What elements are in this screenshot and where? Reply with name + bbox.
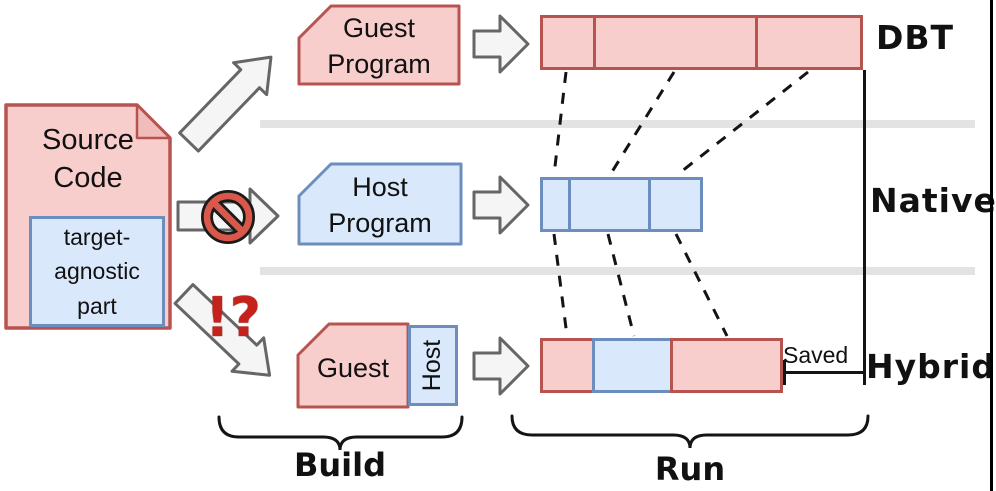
row-label-hybrid: Hybrid (866, 347, 996, 386)
dbt-timeline-bar (540, 15, 863, 70)
lane-divider-top (260, 120, 975, 128)
hybrid-guest-label: Guest (316, 352, 390, 383)
build-arrow-dbt-icon (178, 55, 273, 153)
target-agnostic-part-box: target- agnostic part (29, 216, 165, 327)
hybrid-timeline-bar (540, 338, 783, 393)
hybrid-guest-segment (540, 338, 595, 393)
native-segment-divider (648, 180, 651, 229)
run-arrow-native-icon (472, 175, 530, 235)
native-segment-divider (568, 180, 571, 229)
dbt-segment-divider (755, 18, 758, 67)
guest-program-label: Guest Program (327, 12, 431, 79)
run-phase-label: Run (654, 450, 726, 488)
no-entry-icon (201, 190, 255, 244)
saved-label: Saved (783, 342, 849, 368)
dbt-segment-divider (593, 18, 596, 67)
hybrid-host-box: Host (408, 325, 458, 406)
hybrid-host-segment (592, 338, 673, 393)
row-label-dbt: DBT (876, 18, 955, 57)
row-label-native: Native (870, 181, 996, 220)
run-arrow-hybrid-icon (472, 336, 530, 396)
host-program-label: Host Program (328, 171, 432, 238)
impossible-annotation: !? (205, 286, 261, 349)
run-arrow-dbt-icon (472, 14, 530, 74)
figure-right-border (990, 0, 993, 491)
segment-mapping-line (552, 233, 569, 337)
hybrid-guest-segment (670, 338, 783, 393)
build-phase-label: Build (293, 446, 386, 484)
source-code-title: Source Code (42, 123, 134, 194)
native-timeline-bar (540, 177, 703, 232)
build-arrow-native-icon (176, 187, 280, 245)
run-brace (510, 414, 870, 449)
lane-divider-bottom (260, 267, 975, 275)
segment-mapping-line (606, 233, 636, 337)
segment-mapping-line (674, 233, 729, 337)
hybrid-host-label: Host (418, 339, 447, 392)
